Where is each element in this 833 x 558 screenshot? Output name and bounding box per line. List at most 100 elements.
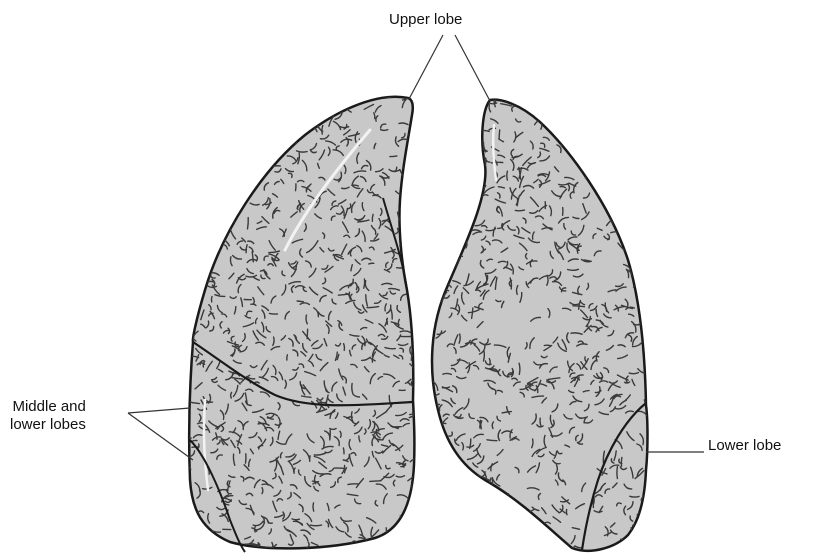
lung-texture-mark bbox=[405, 194, 407, 200]
lung-texture-mark bbox=[193, 141, 197, 150]
lung-texture-mark bbox=[229, 111, 240, 115]
lung-texture-mark bbox=[495, 511, 500, 519]
lung-texture-mark bbox=[390, 156, 397, 157]
lung-texture-mark bbox=[246, 140, 247, 149]
lung-texture-mark bbox=[429, 541, 434, 549]
lung-texture-mark bbox=[595, 161, 598, 169]
lung-texture-mark bbox=[220, 168, 226, 173]
lung-texture-mark bbox=[300, 554, 305, 558]
lung-texture-mark bbox=[583, 157, 586, 163]
lung-texture-mark bbox=[411, 288, 417, 297]
lung-texture-mark bbox=[344, 344, 345, 351]
lung-texture-mark bbox=[433, 157, 435, 163]
lung-texture-mark bbox=[214, 203, 221, 205]
lung-texture-mark bbox=[305, 122, 312, 128]
lung-texture-mark bbox=[346, 521, 352, 522]
lung-texture-mark bbox=[630, 209, 636, 216]
lung-texture-mark bbox=[612, 185, 619, 188]
lung-texture-mark bbox=[473, 482, 481, 486]
lung-texture-mark bbox=[415, 280, 417, 286]
lung-texture-mark bbox=[211, 297, 212, 302]
lung-texture-mark bbox=[413, 94, 421, 99]
lung-texture-mark bbox=[291, 550, 297, 558]
lung-texture-mark bbox=[406, 226, 413, 233]
lung-texture-mark bbox=[469, 183, 478, 185]
lung-texture-mark bbox=[637, 239, 642, 250]
middle-lobe-leader bbox=[128, 408, 190, 413]
lung-texture-mark bbox=[435, 275, 445, 280]
lung-texture-mark bbox=[614, 178, 623, 182]
lung-texture-mark bbox=[526, 538, 529, 545]
lung-texture-mark bbox=[200, 233, 209, 237]
lung-texture-mark bbox=[495, 496, 500, 502]
lung-texture-mark bbox=[463, 502, 473, 505]
lung-texture-mark bbox=[417, 350, 423, 352]
lung-texture-mark bbox=[459, 96, 464, 105]
lung-texture-mark bbox=[340, 102, 342, 110]
lung-texture-mark bbox=[459, 466, 460, 477]
lung-texture-mark bbox=[200, 172, 209, 174]
lung-texture-mark bbox=[458, 487, 462, 496]
lung-texture-mark bbox=[479, 121, 482, 130]
lung-texture-mark bbox=[647, 88, 652, 96]
lung-texture-mark bbox=[401, 199, 410, 201]
lung-texture-mark bbox=[625, 169, 631, 178]
lung-texture-mark bbox=[649, 518, 657, 525]
lung-texture-mark bbox=[622, 192, 624, 200]
lung-texture-mark bbox=[456, 151, 465, 154]
lung-texture-mark bbox=[404, 175, 414, 178]
lung-texture-mark bbox=[278, 124, 284, 129]
lung-texture-mark bbox=[584, 260, 590, 261]
lung-texture-mark bbox=[259, 98, 261, 107]
lung-texture-mark bbox=[641, 526, 646, 534]
lung-texture-mark bbox=[214, 231, 219, 234]
lung-texture-mark bbox=[448, 542, 450, 553]
lung-texture-mark bbox=[441, 205, 453, 206]
lung-texture-mark bbox=[595, 147, 603, 152]
lung-texture-mark bbox=[449, 209, 454, 217]
lung-texture-mark bbox=[440, 95, 442, 100]
lung-texture-mark bbox=[434, 96, 443, 101]
lung-texture-mark bbox=[598, 137, 604, 144]
lung-texture-mark bbox=[483, 502, 486, 509]
lung-texture-mark bbox=[459, 123, 468, 130]
lung-texture-mark bbox=[619, 179, 624, 186]
lung-texture-mark bbox=[192, 212, 194, 217]
lung-texture-mark bbox=[268, 101, 276, 103]
lung-texture-mark bbox=[313, 503, 314, 511]
lung-texture-mark bbox=[201, 132, 203, 141]
lung-texture-mark bbox=[635, 193, 637, 200]
lung-texture-mark bbox=[427, 464, 432, 473]
lung-texture-mark bbox=[633, 524, 641, 526]
lung-texture-mark bbox=[369, 263, 374, 264]
lung-texture-mark bbox=[428, 208, 438, 214]
lung-texture-mark bbox=[248, 218, 249, 229]
lung-texture-mark bbox=[464, 118, 470, 127]
lung-texture-mark bbox=[429, 162, 436, 164]
lung-texture-mark bbox=[207, 111, 216, 119]
lung-texture-mark bbox=[255, 149, 260, 153]
lung-texture-mark bbox=[445, 554, 454, 558]
lung-texture-mark bbox=[289, 125, 298, 127]
lung-texture-mark bbox=[439, 487, 445, 491]
lung-texture-mark bbox=[446, 257, 452, 258]
lung-texture-mark bbox=[403, 236, 406, 245]
lung-texture-mark bbox=[276, 141, 284, 146]
lung-texture-mark bbox=[348, 484, 358, 485]
lung-texture-mark bbox=[642, 193, 649, 199]
lung-texture-mark bbox=[294, 92, 301, 101]
lung-texture-mark bbox=[456, 510, 461, 519]
lung-texture-mark bbox=[195, 103, 201, 106]
lung-texture-mark bbox=[218, 165, 221, 176]
lung-texture-mark bbox=[310, 525, 322, 526]
lung-texture-mark bbox=[558, 90, 563, 95]
lung-texture-mark bbox=[648, 500, 656, 503]
lung-texture-mark bbox=[477, 543, 482, 545]
lung-texture-mark bbox=[617, 103, 625, 106]
lung-texture-mark bbox=[644, 297, 655, 301]
lung-texture-mark bbox=[287, 355, 288, 360]
lung-texture-mark bbox=[452, 231, 458, 236]
lung-texture-mark bbox=[534, 529, 538, 536]
lung-texture-mark bbox=[617, 467, 618, 479]
lung-texture-mark bbox=[369, 551, 375, 556]
